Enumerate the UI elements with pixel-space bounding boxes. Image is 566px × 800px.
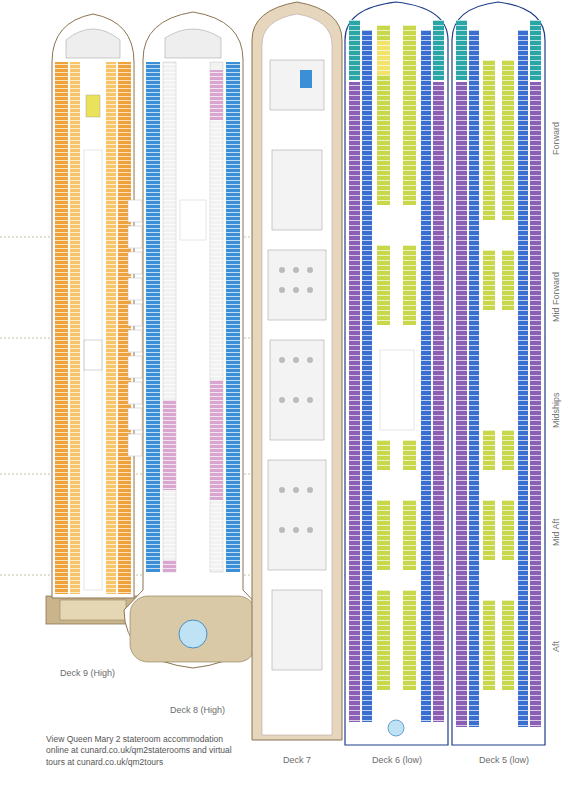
section-name: Aft [551,641,562,652]
section-name: Mid Aft [551,518,562,546]
footer-note: View Queen Mary 2 stateroom accommodatio… [46,734,246,768]
section-name: Midships [551,392,562,428]
section-name: Mid Forward [551,272,562,322]
deck-name: Deck 7 [283,755,311,766]
deck-name: Deck 9 (High) [60,668,115,679]
deck-name: Deck 6 (low) [372,755,422,766]
deck-name: Deck 5 (low) [479,755,529,766]
deck-name: Deck 8 (High) [170,705,225,716]
section-name: Forward [551,122,562,155]
